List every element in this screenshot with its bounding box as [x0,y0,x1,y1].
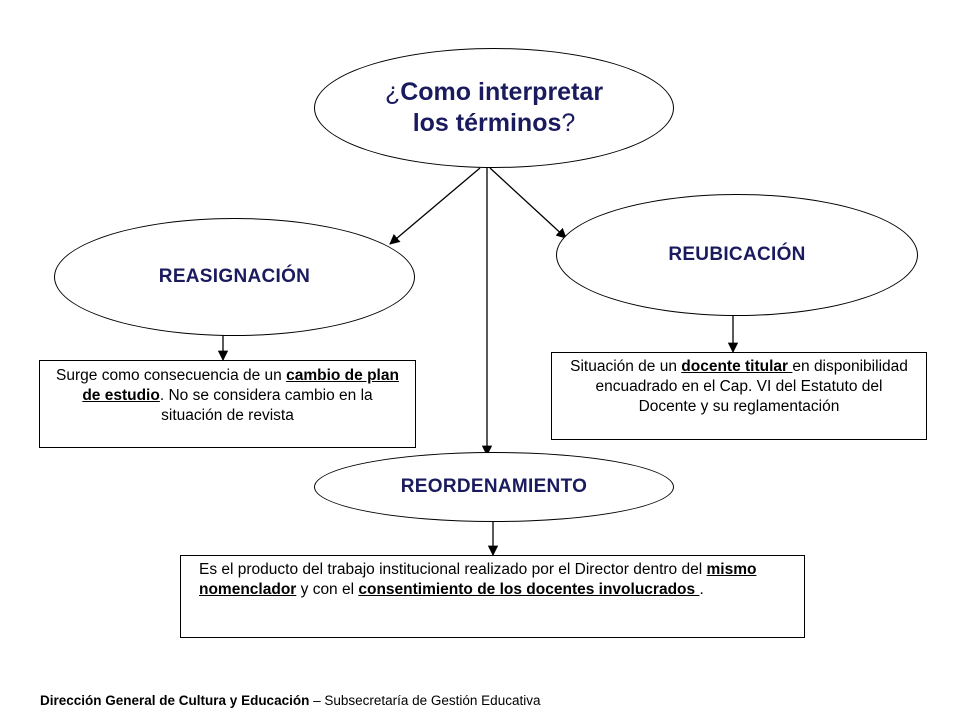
reasignacion-description-box: Surge como consecuencia de un cambio de … [39,360,416,448]
reubicacion-ellipse: REUBICACIÓN [556,194,918,316]
reasignacion-desc-underlined: cambio de plan de estudio [82,367,399,404]
title-question-open: ¿ [384,78,401,106]
title-text: ¿Como interpretar los términos? [385,77,603,139]
arrow-title-to-reasignacion [389,167,481,245]
reubicacion-label: REUBICACIÓN [668,244,806,265]
reordenamiento-desc-part3: . [699,581,704,598]
title-question-close: ? [561,109,576,137]
reordenamiento-desc-underlined1: mismo nomenclador [199,561,757,598]
title-ellipse: ¿Como interpretar los términos? [314,48,674,168]
arrow-title-to-reubicacion [489,167,567,239]
reordenamiento-description-box: Es el producto del trabajo institucional… [180,555,805,638]
reubicacion-description-box: Situación de un docente titular en dispo… [551,352,927,440]
reordenamiento-desc-part2: y con el [296,581,359,598]
reasignacion-ellipse: REASIGNACIÓN [54,218,415,336]
reordenamiento-desc-part1: Es el producto del trabajo institucional… [199,561,707,578]
footer: Dirección General de Cultura y Educación… [40,693,540,708]
reasignacion-desc-part2: . No se considera cambio en la situación… [159,387,373,424]
reordenamiento-ellipse: REORDENAMIENTO [314,452,674,522]
reubicacion-desc-part1: Situación de un [570,358,682,375]
reubicacion-desc-part2: en disponibilidad encuadrado en el Cap. … [595,358,908,415]
title-line2: los términos [412,109,562,137]
reubicacion-desc-underlined: docente titular [681,358,793,375]
reasignacion-label: REASIGNACIÓN [158,266,311,287]
reordenamiento-desc-underlined2: consentimiento de los docentes involucra… [358,581,700,598]
footer-rest: – Subsecretaría de Gestión Educativa [309,693,541,708]
reordenamiento-label: REORDENAMIENTO [400,476,588,497]
reasignacion-desc-part1: Surge como consecuencia de un [56,367,287,384]
title-line1: Como interpretar [400,78,604,106]
footer-bold: Dirección General de Cultura y Educación [40,693,310,708]
